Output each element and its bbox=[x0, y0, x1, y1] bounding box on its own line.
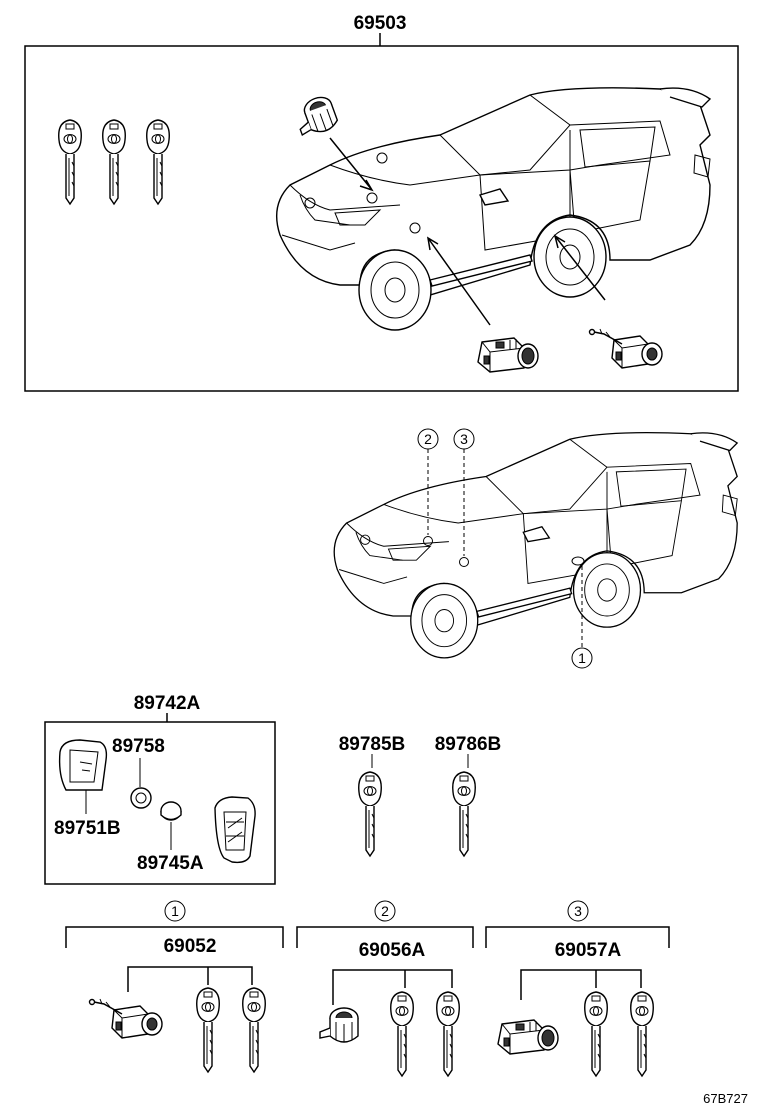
set-3-key-2 bbox=[630, 991, 654, 1077]
part-number-89785B: 89785B bbox=[339, 734, 406, 755]
door-lock-top bbox=[588, 328, 663, 369]
set-2-key-2 bbox=[436, 991, 460, 1077]
part-number-69503: 69503 bbox=[354, 13, 407, 34]
ignition-cylinder-top bbox=[477, 337, 539, 373]
vehicle-illustration-middle bbox=[333, 432, 738, 659]
glovebox-cylinder-top bbox=[291, 93, 341, 140]
key-case-part bbox=[58, 739, 108, 791]
set-1-key-1 bbox=[196, 987, 220, 1073]
spare-key-2 bbox=[102, 119, 126, 205]
part-number-89745A: 89745A bbox=[137, 853, 204, 874]
callout-3: 3 bbox=[453, 428, 475, 450]
set-3-ignition-cylinder bbox=[497, 1019, 559, 1055]
kit-69503-frame bbox=[24, 45, 739, 392]
drawing-code: 67B727 bbox=[703, 1091, 748, 1106]
part-number-89786B: 89786B bbox=[435, 734, 502, 755]
svg-text:3: 3 bbox=[574, 903, 582, 919]
set-3-key-1 bbox=[584, 991, 608, 1077]
part-number-89742A: 89742A bbox=[134, 693, 201, 714]
svg-text:2: 2 bbox=[424, 431, 432, 447]
spare-key-3 bbox=[146, 119, 170, 205]
battery-part bbox=[160, 801, 182, 821]
svg-text:2: 2 bbox=[381, 903, 389, 919]
set-3-callout: 3 bbox=[567, 900, 589, 922]
svg-text:1: 1 bbox=[171, 903, 179, 919]
callout-2: 2 bbox=[417, 428, 439, 450]
part-number-89758: 89758 bbox=[112, 736, 165, 757]
set-2-key-1 bbox=[390, 991, 414, 1077]
svg-text:3: 3 bbox=[460, 431, 468, 447]
set-1-callout: 1 bbox=[164, 900, 186, 922]
callout-1: 1 bbox=[571, 647, 593, 669]
spare-key-1 bbox=[58, 119, 82, 205]
set-1-key-2 bbox=[242, 987, 266, 1073]
kit-89742A-frame bbox=[44, 721, 276, 885]
vehicle-illustration-top bbox=[275, 87, 711, 331]
key-89785B bbox=[358, 771, 382, 857]
part-number-69056A: 69056A bbox=[359, 940, 426, 961]
key-89786B bbox=[452, 771, 476, 857]
part-number-69057A: 69057A bbox=[555, 940, 622, 961]
svg-text:1: 1 bbox=[578, 650, 586, 666]
part-number-69052: 69052 bbox=[164, 936, 217, 957]
part-number-89751B: 89751B bbox=[54, 818, 121, 839]
set-2-callout: 2 bbox=[374, 900, 396, 922]
set-1-door-lock bbox=[88, 998, 163, 1039]
battery-cover-part bbox=[130, 787, 152, 809]
remote-key-fob bbox=[214, 796, 256, 864]
set-2-glovebox-cylinder bbox=[319, 1007, 359, 1043]
